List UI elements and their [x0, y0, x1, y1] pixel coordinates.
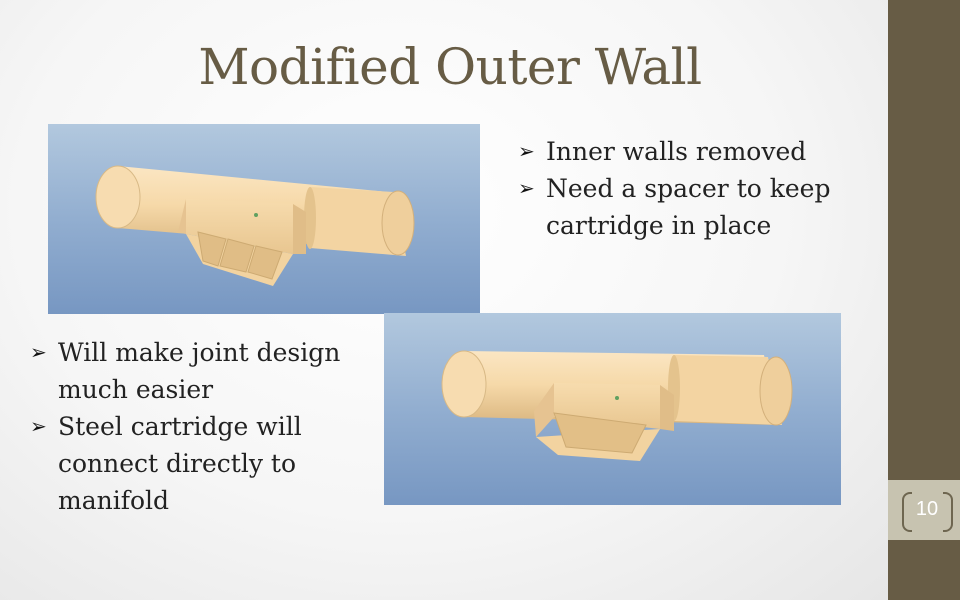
- list-item: ➢Will make joint design much easier: [30, 334, 380, 408]
- arrow-bullet-icon: ➢: [30, 414, 47, 438]
- arrow-bullet-icon: ➢: [518, 176, 535, 200]
- list-item: ➢Steel cartridge will connect directly t…: [30, 408, 380, 519]
- cad-image-walls-removed: [384, 313, 841, 505]
- cad-image-inner-walls: [48, 124, 480, 314]
- page-number: 10: [915, 498, 939, 520]
- slide-title: Modified Outer Wall: [198, 38, 702, 96]
- bullet-list-bottom: ➢Will make joint design much easier ➢Ste…: [30, 334, 380, 519]
- list-item: ➢Inner walls removed: [518, 133, 848, 170]
- right-bracket-icon: [943, 492, 953, 532]
- bullet-list-top: ➢Inner walls removed ➢Need a spacer to k…: [518, 133, 848, 244]
- list-item: ➢Need a spacer to keep cartridge in plac…: [518, 170, 848, 244]
- arrow-bullet-icon: ➢: [518, 139, 535, 163]
- arrow-bullet-icon: ➢: [30, 340, 47, 364]
- left-bracket-icon: [902, 492, 912, 532]
